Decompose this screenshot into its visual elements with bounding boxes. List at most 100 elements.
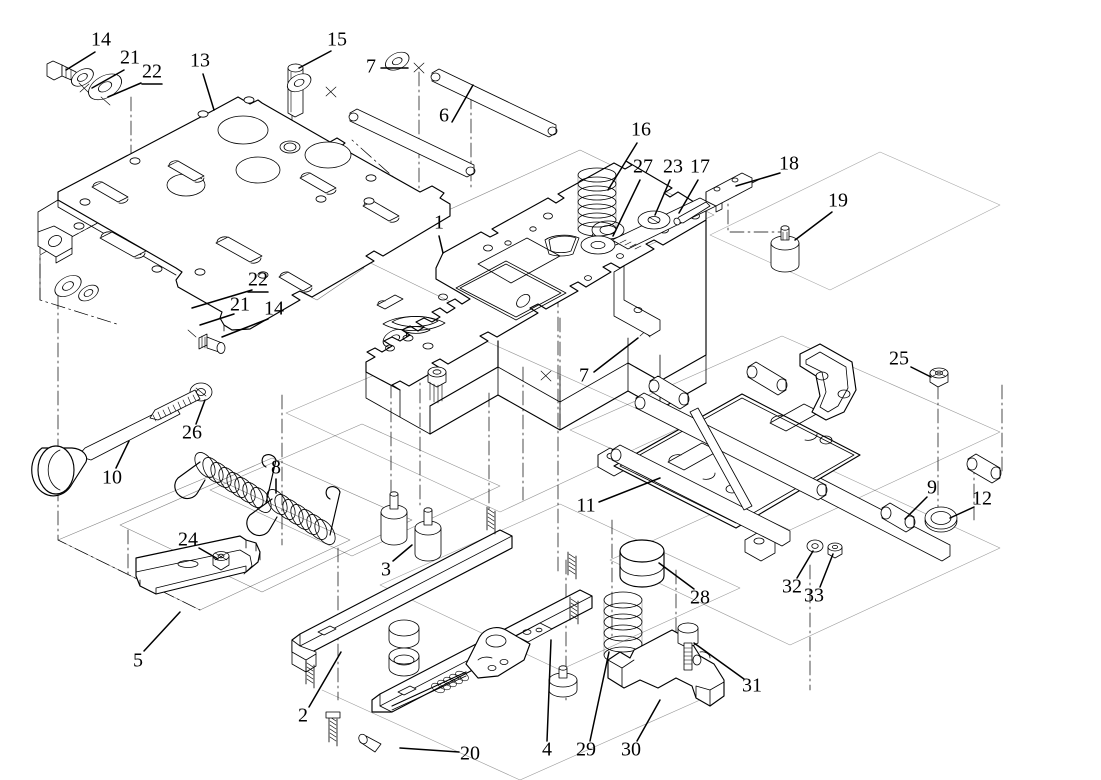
callout-17: 17 [678, 156, 710, 214]
callout-leader-33 [819, 553, 834, 588]
screw-d [325, 711, 341, 747]
callout-leader-2 [308, 651, 342, 708]
callout-number: 1 [434, 212, 444, 234]
part-2-slide-rail [291, 529, 513, 689]
part-19-bumper [770, 225, 800, 273]
callout-number: 14 [264, 298, 284, 320]
callout-number: 14 [91, 29, 111, 51]
callout-11: 11 [576, 477, 661, 517]
part-7-bushing-a [385, 51, 425, 74]
callout-leader-26 [195, 399, 206, 425]
callout-number: 11 [576, 495, 595, 517]
screw-b [567, 551, 577, 580]
callout-number: 32 [782, 576, 802, 598]
callout-21: 21 [91, 47, 140, 89]
callout-leader-32 [796, 550, 814, 579]
part-6-rod-upper [430, 68, 558, 138]
callout-number: 17 [690, 156, 710, 178]
part-9-bushing-d [880, 502, 916, 533]
callout-30: 30 [621, 699, 661, 761]
callout-number: 30 [621, 739, 641, 761]
part-28-damper [619, 539, 665, 588]
part-8-spring-a [174, 452, 277, 513]
callout-leader-21 [91, 69, 125, 89]
rubber-bumper-bottom [548, 665, 578, 698]
callout-13: 13 [190, 50, 215, 111]
part-18-switch-bracket [705, 172, 761, 213]
callout-number: 27 [633, 156, 653, 178]
callout-leader-27 [612, 179, 641, 237]
callout-10: 10 [102, 440, 130, 489]
part-32-washer [806, 539, 824, 553]
rubber-bumper-lower [388, 647, 420, 677]
callout-6: 6 [439, 84, 474, 127]
callout-number: 28 [690, 587, 710, 609]
callout-leader-3 [392, 544, 413, 562]
callout-number: 8 [271, 457, 281, 479]
callout-leader-17 [678, 179, 699, 214]
callout-number: 22 [248, 269, 268, 291]
callout-leader-31 [693, 642, 745, 680]
part-33-nut [827, 542, 843, 559]
callout-9: 9 [904, 477, 937, 520]
callout-number: 21 [230, 294, 250, 316]
part-3-isolator-b [414, 507, 442, 562]
callout-number: 22 [142, 61, 162, 83]
callout-leader-19 [794, 211, 833, 241]
part-9-bushing-c [966, 453, 1002, 484]
callout-number: 26 [182, 422, 202, 444]
callout-26: 26 [182, 399, 206, 444]
part-22-washer-lower [54, 275, 82, 297]
callout-number: 21 [120, 47, 140, 69]
callout-7: 7 [579, 337, 639, 387]
callout-number: 2 [298, 705, 308, 727]
part-25-lock-nut [929, 367, 949, 388]
part-14-bolt-lower [198, 333, 226, 354]
part-27-washer [580, 235, 616, 255]
callout-14: 14 [221, 298, 284, 338]
callout-number: 13 [190, 50, 210, 72]
callout-29: 29 [576, 651, 610, 761]
part-4-slide-rail-lower [371, 589, 593, 713]
callout-leader-6 [451, 84, 474, 123]
callout-leader-14 [221, 318, 269, 338]
callout-leader-30 [636, 699, 661, 742]
callout-number: 10 [102, 467, 122, 489]
rubber-bumper-upper [388, 619, 420, 649]
part-20-pin [358, 733, 382, 753]
part-8-spring-b [246, 486, 341, 545]
callout-number: 3 [381, 559, 391, 581]
part-23-flat-washer [637, 210, 671, 230]
callout-leader-23 [654, 179, 671, 216]
callout-28: 28 [658, 562, 710, 609]
callout-number: 4 [542, 739, 552, 761]
part-9-bushing-b [648, 375, 690, 410]
callout-leader-4 [546, 639, 552, 742]
callout-leader-28 [658, 562, 695, 590]
callout-15: 15 [298, 29, 347, 69]
callout-number: 24 [178, 529, 198, 551]
callout-leader-15 [298, 50, 332, 69]
callout-leader-20 [399, 747, 460, 753]
callout-leader-13 [202, 73, 215, 111]
callout-12: 12 [949, 488, 992, 519]
callout-leader-10 [115, 440, 130, 469]
callout-33: 33 [804, 553, 834, 607]
callout-16: 16 [607, 119, 651, 191]
screw-a [486, 506, 496, 535]
callout-number: 33 [804, 585, 824, 607]
callout-leader-12 [949, 506, 975, 519]
part-3-isolator-a [380, 491, 408, 546]
callout-number: 6 [439, 105, 449, 127]
part-6-rod-lower [348, 108, 476, 178]
callout-number: 9 [927, 477, 937, 499]
callout-number: 19 [828, 190, 848, 212]
callout-20: 20 [399, 743, 480, 765]
callout-number: 29 [576, 739, 596, 761]
callout-number: 12 [972, 488, 992, 510]
part-17-roll-pin [673, 201, 711, 226]
callout-27: 27 [612, 156, 653, 237]
